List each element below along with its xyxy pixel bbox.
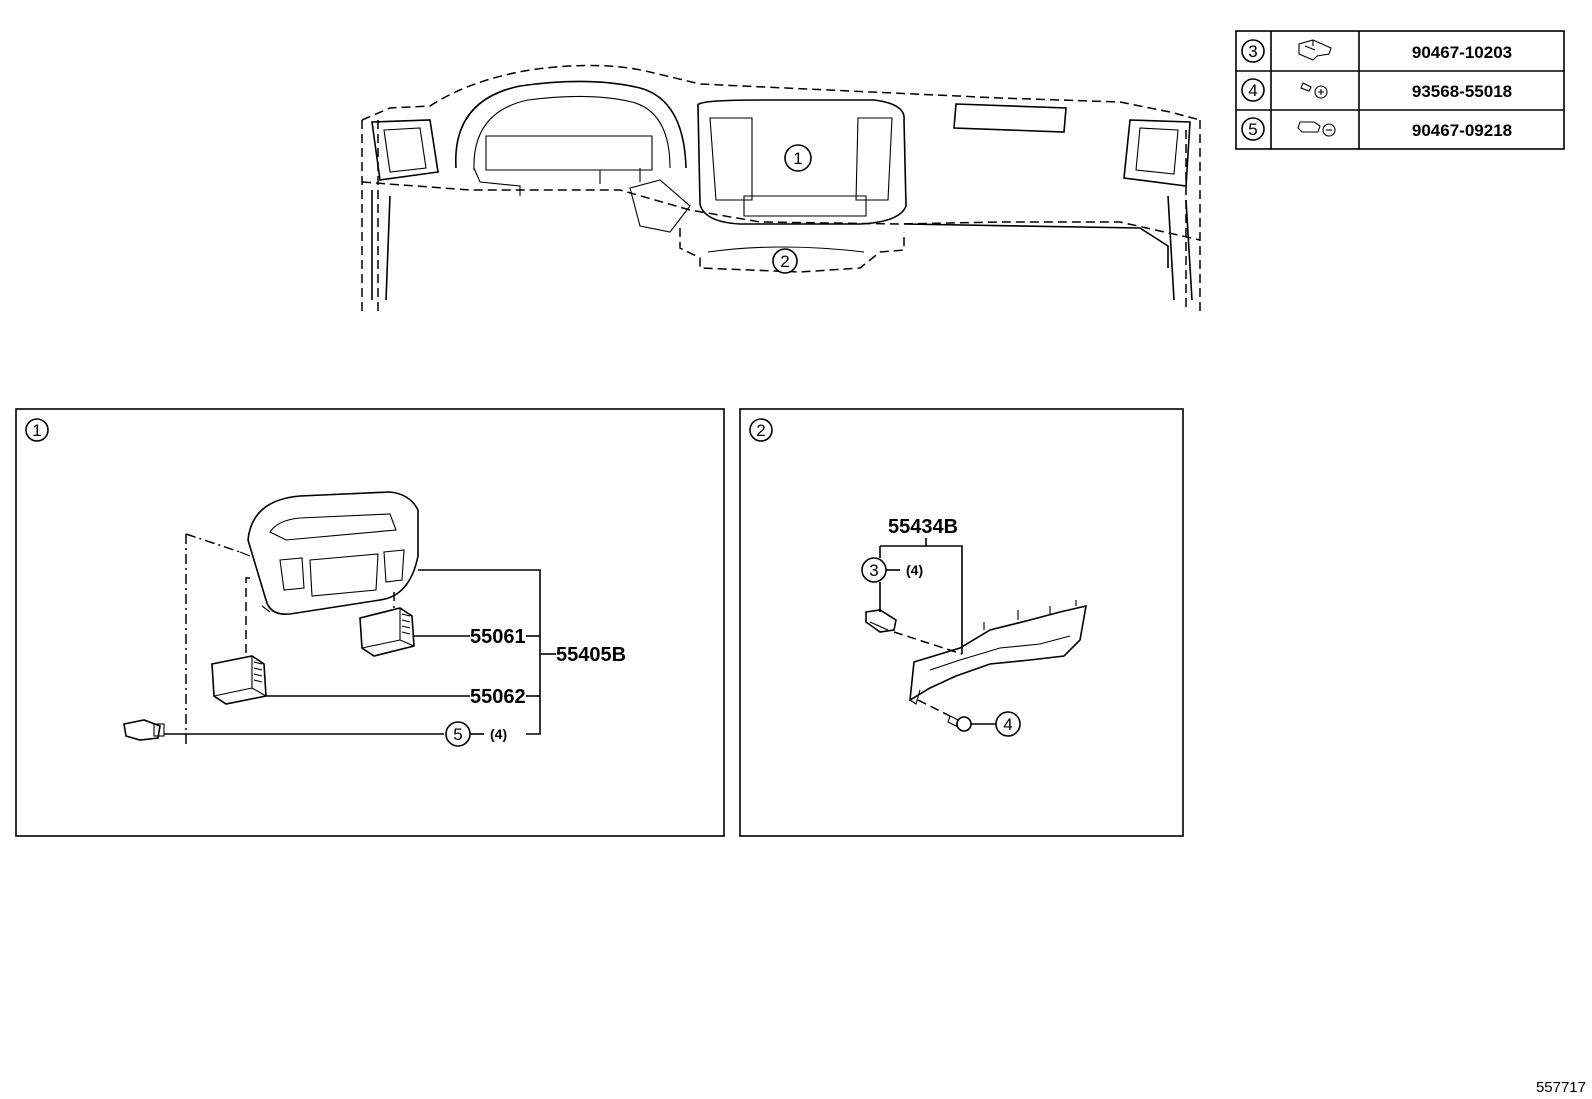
clip-qty: (4) — [906, 562, 923, 578]
part-number-55434b: 55434B — [888, 516, 958, 538]
screw-4-part — [947, 715, 972, 732]
ref-number: 3 — [1248, 42, 1257, 61]
fastener-table: 3 90467-10203 4 93568-55018 5 — [1235, 30, 1565, 150]
lower-cover — [909, 600, 1087, 705]
dashboard-overview — [361, 64, 1201, 312]
table-row: 3 90467-10203 — [1241, 39, 1512, 63]
table-row: 5 90467-09218 — [1241, 117, 1512, 141]
screw-4-callout — [995, 711, 1021, 737]
part-number-55062: 55062 — [470, 686, 526, 708]
fastener-qty: (4) — [490, 726, 507, 742]
clip-grommet-icon — [1297, 121, 1336, 137]
svg-text:3: 3 — [869, 561, 878, 580]
detail-panel-2: 2 55434B 3 (4) 4 — [739, 408, 1184, 837]
detail-ref: 2 — [756, 421, 765, 440]
clip-icon — [1298, 39, 1332, 61]
detail-ref: 1 — [32, 421, 41, 440]
vent-55062 — [211, 655, 267, 705]
clip-3-part — [865, 609, 897, 633]
part-number: 93568-55018 — [1412, 82, 1512, 101]
svg-text:5: 5 — [453, 725, 462, 744]
part-number-55405b: 55405B — [556, 644, 626, 666]
svg-text:1: 1 — [793, 149, 802, 168]
vent-55061 — [359, 607, 415, 657]
part-number-55061: 55061 — [470, 626, 526, 648]
overview-callout-2: 2 — [772, 248, 798, 274]
diagram-id: 557717 — [1536, 1079, 1586, 1096]
clip-5-part — [123, 719, 165, 741]
screw-grommet-icon — [1300, 82, 1328, 99]
overview-callout-1: 1 — [784, 144, 812, 172]
detail-panel-1: 1 — [15, 408, 725, 837]
ref-number: 4 — [1248, 81, 1257, 100]
center-bezel — [239, 491, 419, 616]
table-row: 4 93568-55018 — [1241, 78, 1512, 102]
svg-text:4: 4 — [1003, 715, 1012, 734]
part-number: 90467-09218 — [1412, 121, 1512, 140]
part-number: 90467-10203 — [1412, 43, 1512, 62]
ref-number: 5 — [1248, 120, 1257, 139]
svg-text:2: 2 — [780, 252, 789, 271]
